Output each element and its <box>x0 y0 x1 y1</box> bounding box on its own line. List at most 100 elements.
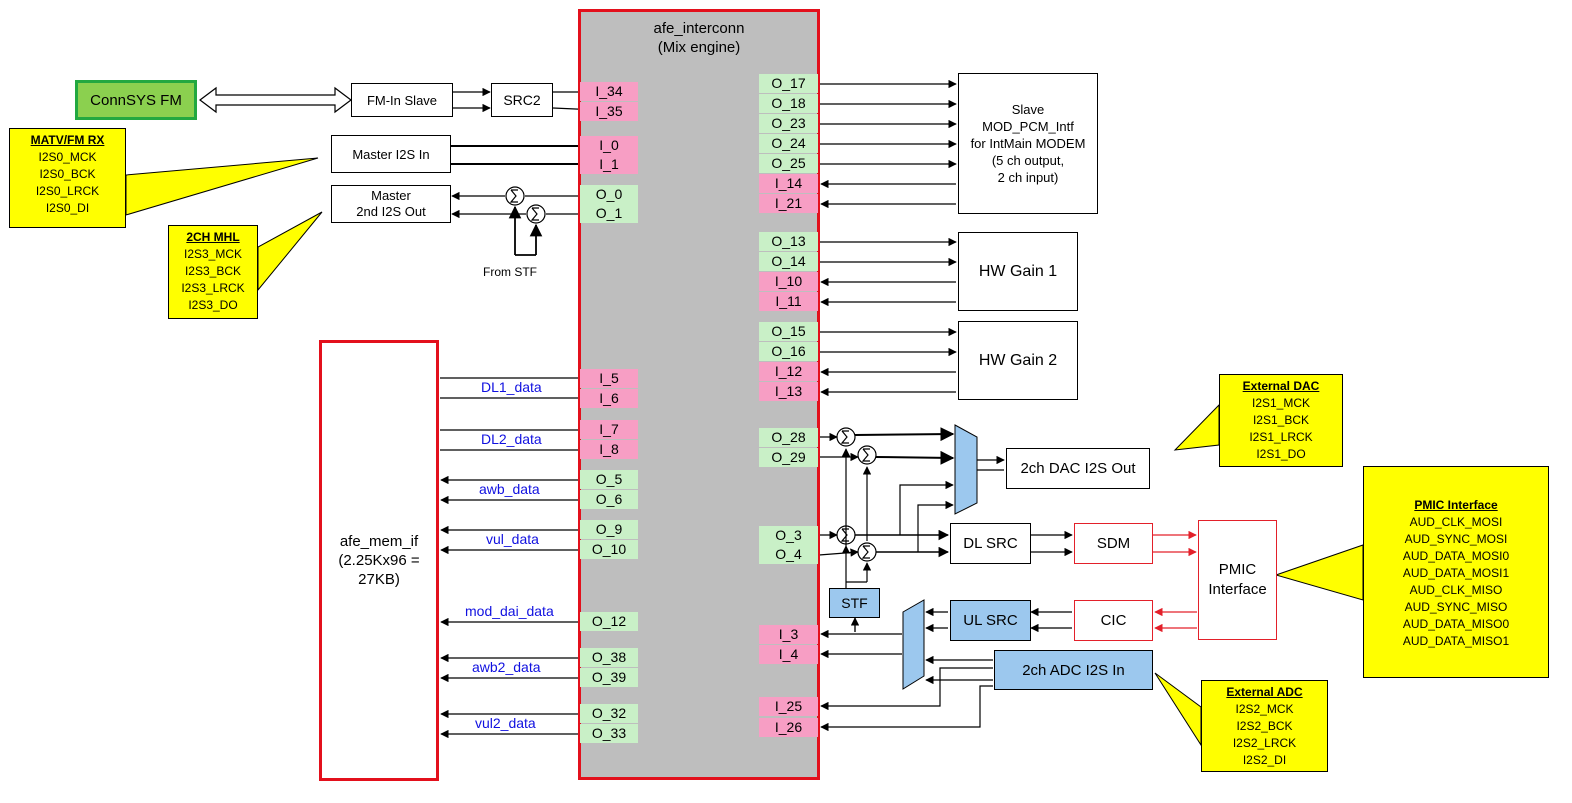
dl-src-block: DL SRC <box>950 523 1031 564</box>
stf-block: STF <box>829 588 880 618</box>
port-i25: I_25 <box>759 697 818 716</box>
callout-line: I2S1_MCK <box>1251 396 1311 410</box>
port-o4: O_4 <box>759 545 818 564</box>
sdm-block: SDM <box>1074 523 1153 564</box>
dl1-data-label: DL1_data <box>481 379 542 395</box>
callout-2ch-mhl: 2CH MHL I2S3_MCK I2S3_BCK I2S3_LRCK I2S3… <box>168 225 258 319</box>
port-o5: O_5 <box>580 470 638 489</box>
port-i10: I_10 <box>759 272 818 291</box>
port-o14: O_14 <box>759 252 818 271</box>
port-i21: I_21 <box>759 194 818 213</box>
cic-block: CIC <box>1074 600 1153 641</box>
callout-line: I2S0_DI <box>45 201 90 215</box>
callout-external-dac: External DAC I2S1_MCK I2S1_BCK I2S1_LRCK… <box>1219 374 1343 467</box>
port-o25: O_25 <box>759 154 818 173</box>
hw-gain-1-block: HW Gain 1 <box>958 232 1078 311</box>
callout-line: AUD_CLK_MISO <box>1409 583 1503 597</box>
callout-line: AUD_SYNC_MOSI <box>1404 532 1508 546</box>
afe-mem-if-block: afe_mem_if (2.25Kx96 = 27KB) <box>319 340 439 781</box>
port-o23: O_23 <box>759 114 818 133</box>
port-o9: O_9 <box>580 520 638 539</box>
port-o17: O_17 <box>759 74 818 93</box>
callout-line: I2S2_LRCK <box>1232 736 1297 750</box>
port-o3: O_3 <box>759 526 818 545</box>
port-o39: O_39 <box>580 668 638 687</box>
port-o0: O_0 <box>580 185 638 204</box>
callout-line: I2S3_MCK <box>183 247 243 261</box>
port-i12: I_12 <box>759 362 818 381</box>
hw-gain-2-block: HW Gain 2 <box>958 321 1078 400</box>
callout-line: I2S0_LRCK <box>35 184 100 198</box>
port-i34: I_34 <box>580 82 638 101</box>
callout-title: PMIC Interface <box>1414 498 1498 512</box>
vul2-data-label: vul2_data <box>475 715 536 731</box>
callout-title: External ADC <box>1226 685 1303 699</box>
callout-line: AUD_SYNC_MISO <box>1404 600 1508 614</box>
port-o12: O_12 <box>580 612 638 631</box>
port-i4: I_4 <box>759 645 818 664</box>
port-i8: I_8 <box>580 440 638 459</box>
port-i26: I_26 <box>759 718 818 737</box>
port-o15: O_15 <box>759 322 818 341</box>
port-o18: O_18 <box>759 94 818 113</box>
port-o24: O_24 <box>759 134 818 153</box>
callout-line: I2S3_DO <box>188 298 238 312</box>
dac-i2s-out-block: 2ch DAC I2S Out <box>1006 448 1150 489</box>
slave-mod-pcm-intf-block: Slave MOD_PCM_Intf for IntMain MODEM (5 … <box>958 73 1098 214</box>
from-stf-label: From STF <box>483 265 537 279</box>
awb2-data-label: awb2_data <box>472 659 541 675</box>
port-o1: O_1 <box>580 204 638 223</box>
engine-title-line: afe_interconn <box>653 20 745 37</box>
callout-line: I2S0_BCK <box>39 167 96 181</box>
port-i1: I_1 <box>580 155 638 174</box>
pmic-interface-block: PMIC Interface <box>1198 520 1277 640</box>
port-o29: O_29 <box>759 448 818 467</box>
src2-block: SRC2 <box>491 83 553 117</box>
callout-line: I2S1_DO <box>1256 447 1306 461</box>
port-i6: I_6 <box>580 389 638 408</box>
callout-line: AUD_DATA_MOSI0 <box>1402 549 1510 563</box>
callout-line: I2S3_BCK <box>184 264 242 278</box>
callout-line: I2S2_MCK <box>1235 702 1294 716</box>
callout-line: AUD_DATA_MISO0 <box>1402 617 1510 631</box>
callout-line: I2S2_DI <box>1242 753 1287 767</box>
port-o38: O_38 <box>580 648 638 667</box>
engine-subtitle-line: (Mix engine) <box>657 39 741 56</box>
vul-data-label: vul_data <box>486 531 539 547</box>
callout-matv-fm-rx: MATV/FM RX I2S0_MCK I2S0_BCK I2S0_LRCK I… <box>9 128 126 228</box>
callout-line: AUD_CLK_MOSI <box>1409 515 1503 529</box>
port-o10: O_10 <box>580 540 638 559</box>
master-i2s-in-block: Master I2S In <box>331 135 451 173</box>
port-i14: I_14 <box>759 174 818 193</box>
port-o16: O_16 <box>759 342 818 361</box>
mod-dai-data-label: mod_dai_data <box>465 603 554 619</box>
port-i5: I_5 <box>580 369 638 388</box>
engine-title: afe_interconn (Mix engine) <box>581 19 817 57</box>
port-i7: I_7 <box>580 420 638 439</box>
port-i3: I_3 <box>759 625 818 644</box>
port-i13: I_13 <box>759 382 818 401</box>
callout-line: I2S1_LRCK <box>1249 430 1313 444</box>
port-o28: O_28 <box>759 428 818 447</box>
callout-line: I2S3_LRCK <box>181 281 245 295</box>
callout-external-adc: External ADC I2S2_MCK I2S2_BCK I2S2_LRCK… <box>1201 680 1328 772</box>
ul-src-block: UL SRC <box>950 600 1031 641</box>
port-o33: O_33 <box>580 724 638 743</box>
callout-line: AUD_DATA_MOSI1 <box>1402 566 1510 580</box>
master-2nd-i2s-out-block: Master 2nd I2S Out <box>331 185 451 223</box>
callout-line: I2S0_MCK <box>38 150 97 164</box>
connsys-fm-block: ConnSYS FM <box>75 80 197 120</box>
port-o6: O_6 <box>580 490 638 509</box>
fm-in-slave-block: FM-In Slave <box>351 83 453 117</box>
callout-line: AUD_DATA_MISO1 <box>1402 634 1510 648</box>
awb-data-label: awb_data <box>479 481 540 497</box>
callout-title: 2CH MHL <box>186 230 240 244</box>
callout-pmic-interface: PMIC Interface AUD_CLK_MOSI AUD_SYNC_MOS… <box>1363 466 1549 678</box>
port-o13: O_13 <box>759 232 818 251</box>
port-i11: I_11 <box>759 292 818 311</box>
port-o32: O_32 <box>580 704 638 723</box>
callout-line: I2S2_BCK <box>1236 719 1293 733</box>
callout-title: MATV/FM RX <box>30 133 105 147</box>
port-i0: I_0 <box>580 136 638 155</box>
